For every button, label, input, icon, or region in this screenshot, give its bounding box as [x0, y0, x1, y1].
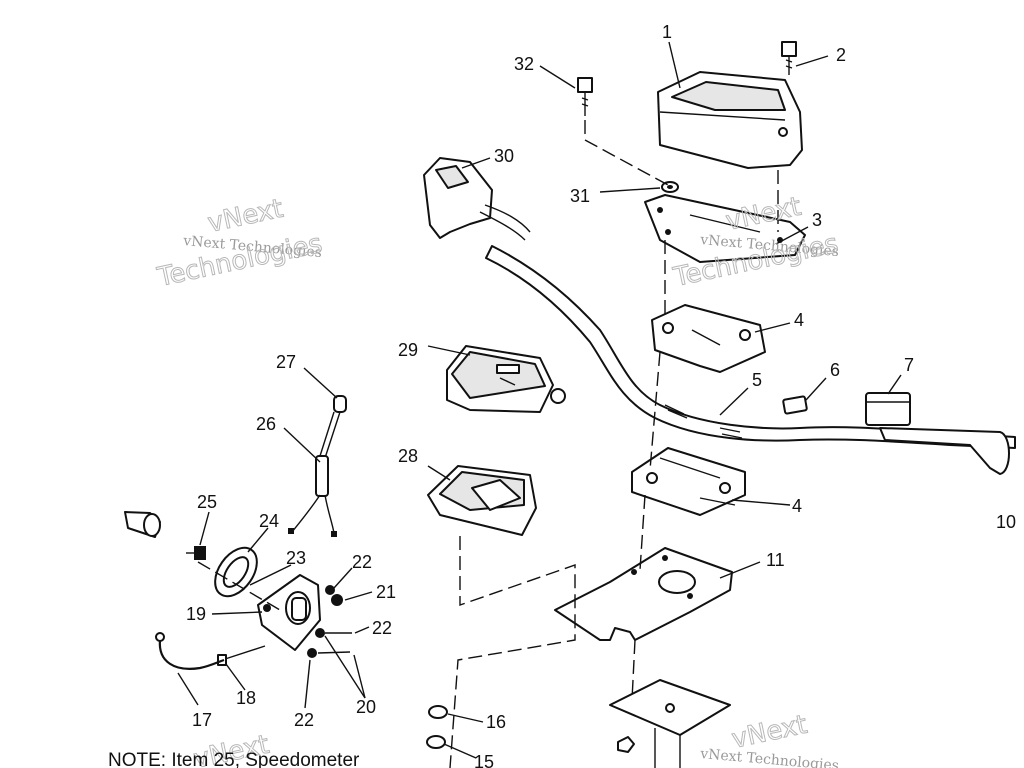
callout-label: 22 — [352, 552, 372, 572]
watermark-company: vNext Technologies — [699, 746, 840, 768]
clamp-upper — [651, 304, 766, 373]
seal-ring — [214, 546, 258, 598]
brake-switch-housing — [865, 392, 911, 426]
callout-label: 6 — [830, 360, 840, 380]
handlebar — [485, 245, 1016, 449]
sensor-bracket — [257, 574, 321, 651]
upper-housing — [657, 71, 803, 169]
speedometer-case — [427, 465, 537, 536]
handlebar-grip — [879, 427, 1010, 475]
callout-label: 30 — [494, 146, 514, 166]
callout-label: 16 — [486, 712, 506, 732]
callout-label: 18 — [236, 688, 256, 708]
clamp-lower — [631, 447, 746, 516]
speedometer-gauge — [446, 345, 566, 413]
callout-label: 27 — [276, 352, 296, 372]
assembly-lines — [197, 120, 779, 768]
callout-label: 15 — [474, 752, 494, 768]
bolt — [781, 41, 797, 75]
callout-label: 5 — [752, 370, 762, 390]
fastener-set — [263, 585, 352, 658]
watermark-line: vNext — [729, 710, 810, 755]
callout-label: 2 — [836, 45, 846, 65]
mounting-plate — [644, 194, 806, 263]
callout-label: 4 — [794, 310, 804, 330]
sensor-wire — [155, 632, 225, 670]
leader-lines — [177, 41, 902, 759]
callout-label: 7 — [904, 355, 914, 375]
callout-label: 20 — [356, 697, 376, 717]
master-cylinder — [423, 157, 531, 241]
callout-label: 4 — [792, 496, 802, 516]
lower-plate — [609, 679, 731, 768]
callout-label: 21 — [376, 582, 396, 602]
callout-label: 28 — [398, 446, 418, 466]
callout-label: 19 — [186, 604, 206, 624]
callout-label: 23 — [286, 548, 306, 568]
rubber-bushing — [124, 511, 161, 538]
bracket-plate — [554, 547, 733, 641]
small-bushing — [426, 705, 448, 749]
diagram-note: NOTE: Item 25, Speedometer — [108, 750, 360, 768]
callout-label: 24 — [259, 511, 279, 531]
watermark-line: vNext — [205, 194, 286, 239]
callout-label: 10 — [996, 512, 1016, 532]
callout-label: 3 — [812, 210, 822, 230]
callout-label: 11 — [766, 550, 785, 570]
callout-label: 29 — [398, 340, 418, 360]
bolt — [577, 77, 593, 116]
small-spacer — [782, 395, 808, 415]
callout-numbers: 1 2 3 4 4 5 6 7 10 11 16 15 17 18 19 20 … — [186, 22, 1016, 768]
nut — [617, 736, 635, 753]
callout-label: 22 — [372, 618, 392, 638]
sensor-pin — [217, 645, 266, 666]
callout-label: 26 — [256, 414, 276, 434]
callout-label: 25 — [197, 492, 217, 512]
callout-label: 17 — [192, 710, 212, 730]
callout-label: 32 — [514, 54, 534, 74]
callout-label: 22 — [294, 710, 314, 730]
callout-label: 31 — [570, 186, 590, 206]
screw — [186, 546, 206, 560]
callout-label: 1 — [662, 22, 672, 42]
speedometer-cable — [288, 395, 347, 537]
